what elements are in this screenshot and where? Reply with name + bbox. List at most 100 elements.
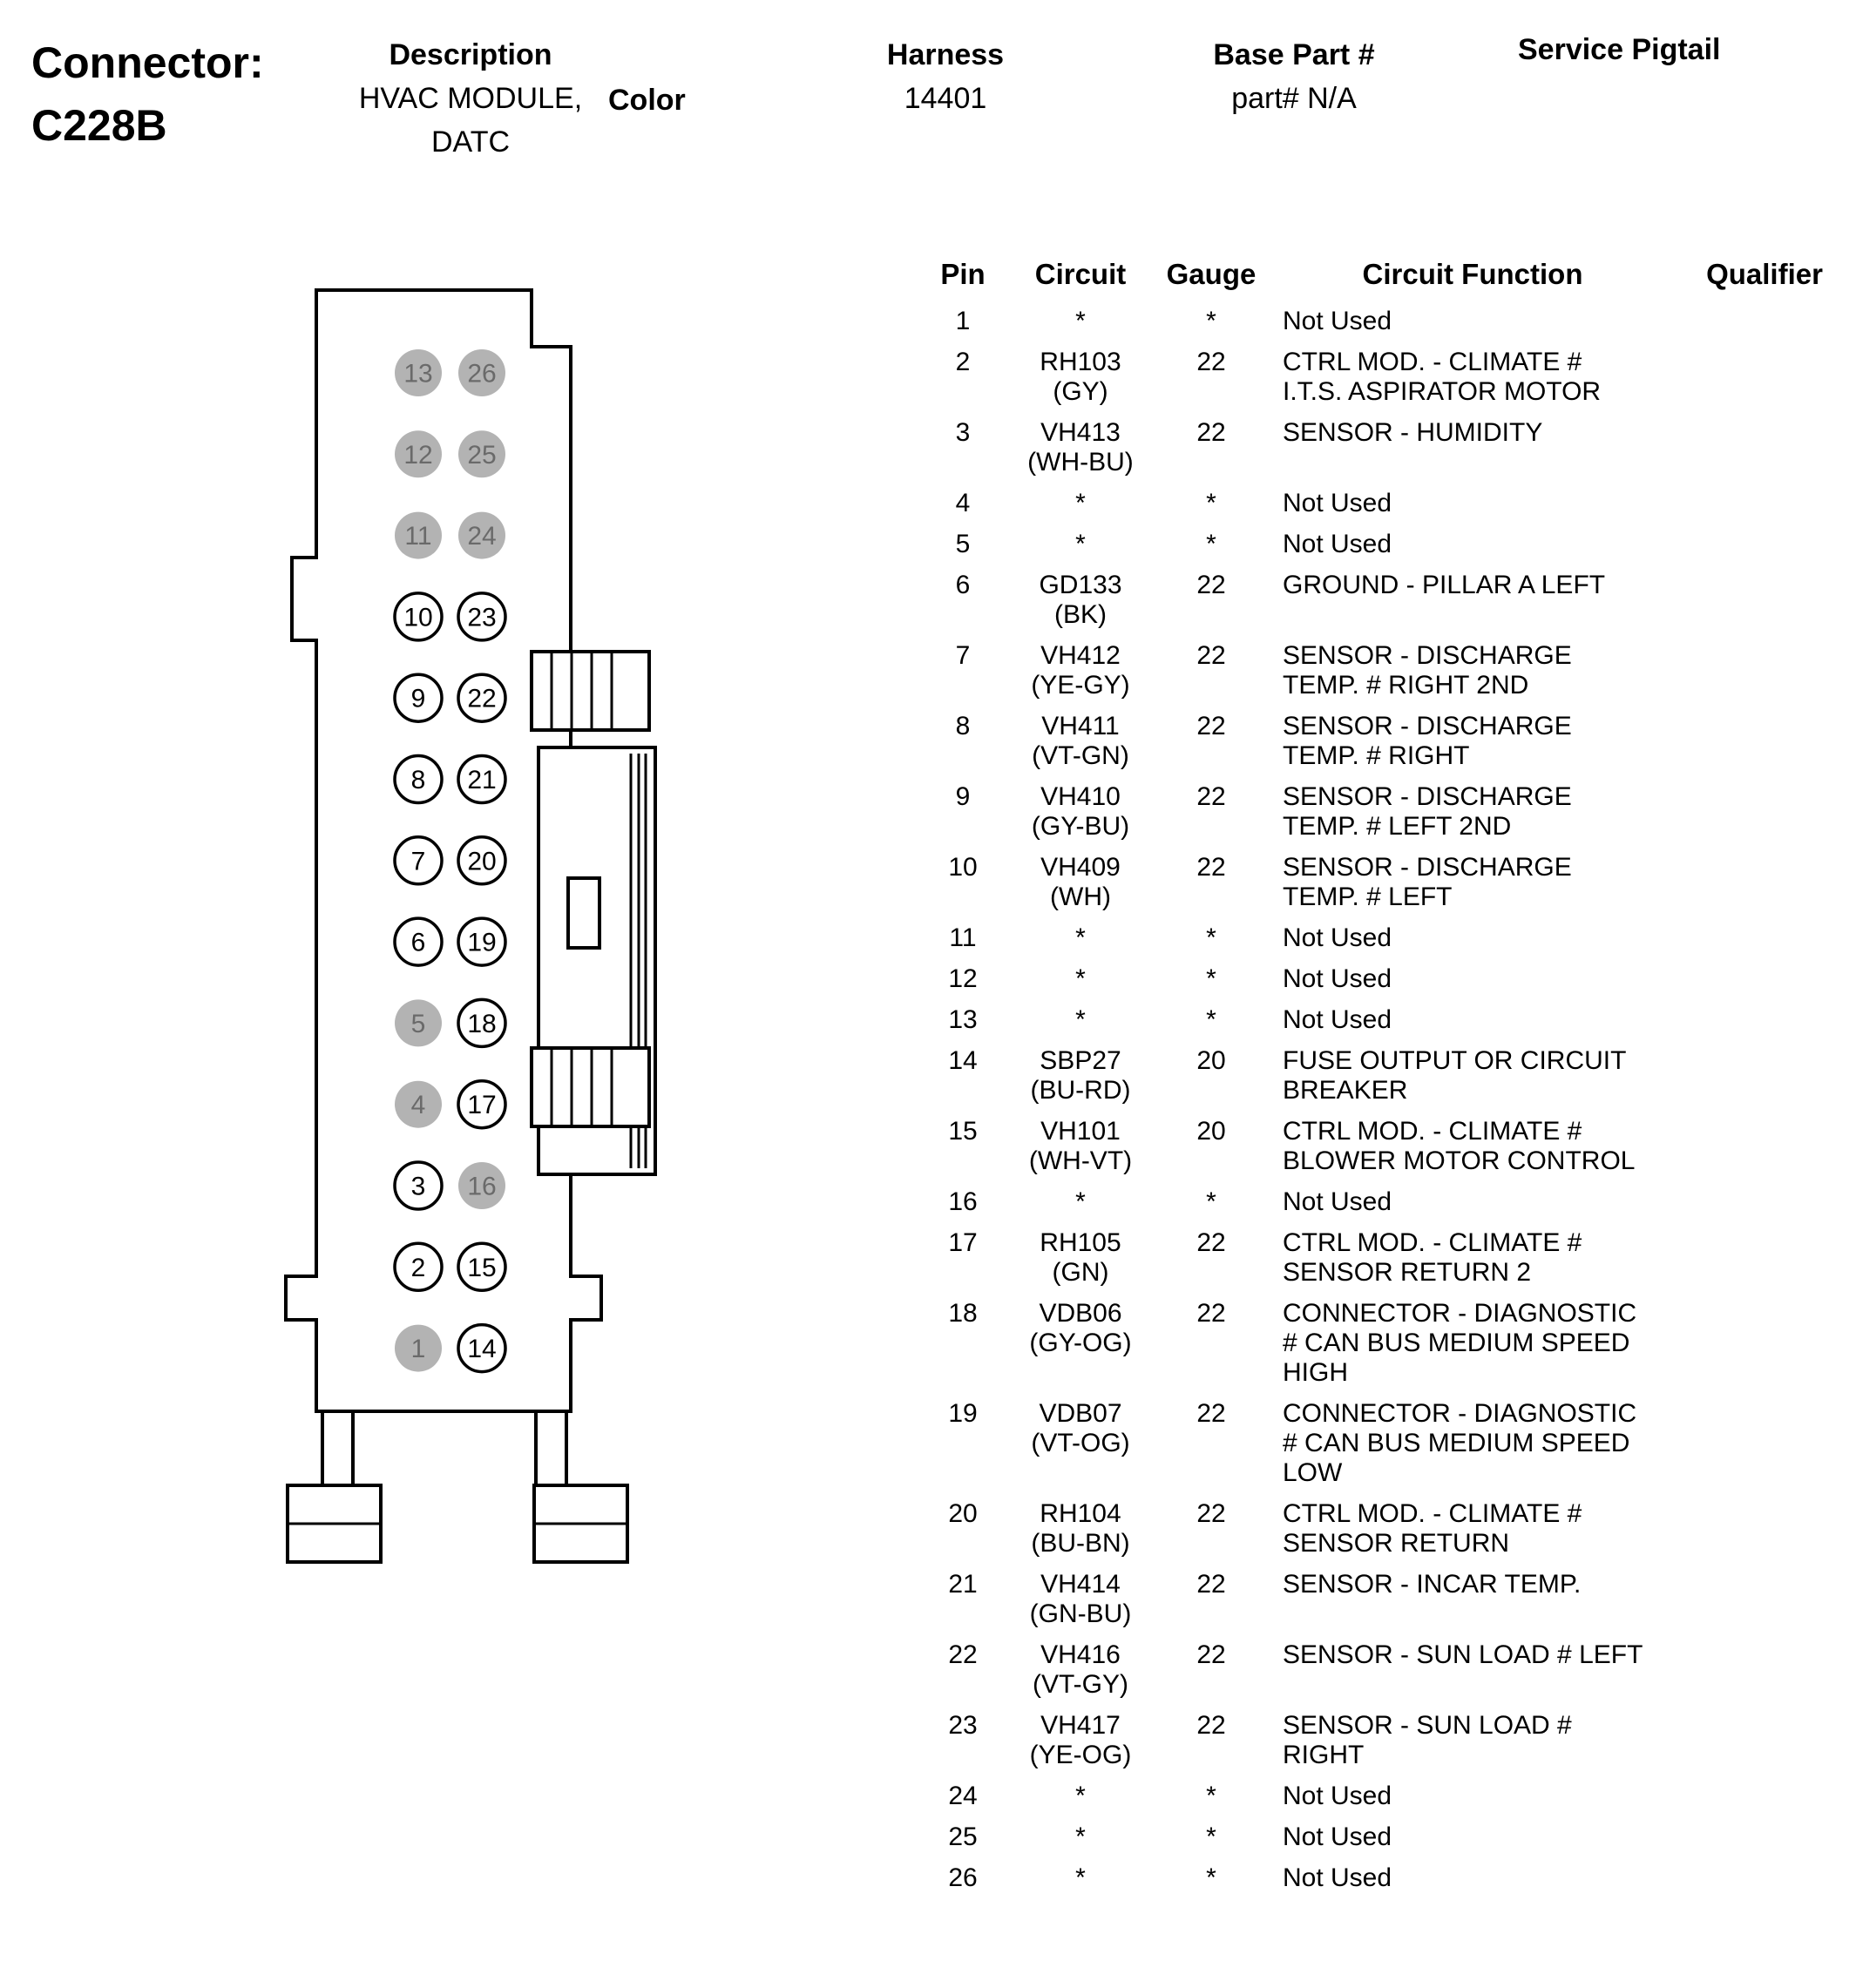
gauge-cell: 22 <box>1196 571 1226 599</box>
circuit-cell: * <box>1075 489 1086 517</box>
connector-label: Connector: <box>31 38 264 87</box>
circuit-function-cell: CTRL MOD. - CLIMATE # SENSOR RETURN <box>1283 1499 1582 1558</box>
pin-number-cell: 3 <box>955 418 971 447</box>
pin-number-cell: 6 <box>955 571 971 599</box>
pin-number-cell: 18 <box>948 1299 978 1328</box>
pin-number-cell: 16 <box>948 1187 978 1216</box>
gauge-cell: * <box>1206 1863 1216 1892</box>
circuit-function-cell: Not Used <box>1283 1005 1392 1034</box>
circuit-cell: * <box>1075 923 1086 952</box>
harness-label: Harness <box>886 38 1005 71</box>
description-block: Description HVAC MODULE, DATC <box>340 33 601 164</box>
qualifier-cell <box>1673 530 1856 559</box>
qualifier-cell <box>1673 1782 1856 1811</box>
circuit-cell: VH417 (YE-OG) <box>1029 1711 1132 1769</box>
circuit-function-cell: CTRL MOD. - CLIMATE # BLOWER MOTOR CONTR… <box>1283 1117 1636 1175</box>
pin-number-cell: 13 <box>948 1005 978 1034</box>
base-part-value: part# N/A <box>1231 82 1357 115</box>
pin-number-cell: 2 <box>955 348 971 376</box>
circuit-cell: * <box>1075 530 1086 558</box>
pin-number-cell: 1 <box>955 307 971 335</box>
circuit-cell: * <box>1075 1822 1086 1851</box>
base-part-label: Base Part # <box>1213 38 1375 71</box>
qualifier-cell <box>1673 853 1856 912</box>
pin-11-label: 11 <box>404 522 431 551</box>
description-label: Description <box>389 38 552 71</box>
description-line2: DATC <box>430 125 511 159</box>
circuit-function-cell: Not Used <box>1283 530 1392 558</box>
pinout-table-header: Pin Circuit Gauge Circuit Function Quali… <box>915 258 1856 291</box>
circuit-cell: RH103 (GY) <box>1040 348 1121 406</box>
circuit-cell: * <box>1075 1005 1086 1034</box>
pin-number-cell: 14 <box>948 1046 978 1075</box>
gauge-cell: * <box>1206 964 1216 993</box>
circuit-function-cell: SENSOR - HUMIDITY <box>1283 418 1543 447</box>
gauge-cell: 22 <box>1196 1711 1226 1740</box>
circuit-cell: VH411 (VT-GN) <box>1032 712 1129 770</box>
qualifier-cell <box>1673 1711 1856 1770</box>
circuit-function-cell: CTRL MOD. - CLIMATE # SENSOR RETURN 2 <box>1283 1228 1582 1287</box>
base-part-block: Base Part # part# N/A <box>1150 33 1438 120</box>
pin-number-cell: 20 <box>948 1499 978 1528</box>
circuit-function-cell: Not Used <box>1283 1187 1392 1216</box>
circuit-function-cell: GROUND - PILLAR A LEFT <box>1283 571 1606 599</box>
circuit-function-cell: Not Used <box>1283 1822 1392 1851</box>
gauge-cell: 22 <box>1196 1228 1226 1257</box>
qualifier-cell <box>1673 1187 1856 1217</box>
gauge-cell: * <box>1206 923 1216 952</box>
qualifier-cell <box>1673 1863 1856 1893</box>
circuit-cell: * <box>1075 1863 1086 1892</box>
pin-number-cell: 11 <box>949 923 977 952</box>
pinout-row: 12**Not Used <box>915 964 1856 994</box>
pin-number-cell: 19 <box>948 1399 978 1428</box>
pin-5-unused <box>395 999 442 1047</box>
circuit-cell: * <box>1075 1187 1086 1216</box>
circuit-function-cell: Not Used <box>1283 1863 1392 1892</box>
pinout-row: 16**Not Used <box>915 1187 1856 1217</box>
qualifier-cell <box>1673 1399 1856 1488</box>
circuit-function-cell: Not Used <box>1283 964 1392 993</box>
circuit-function-cell: CONNECTOR - DIAGNOSTIC # CAN BUS MEDIUM … <box>1283 1399 1637 1487</box>
pin-25-label: 25 <box>467 441 496 470</box>
gauge-cell: * <box>1206 530 1216 558</box>
pin-16-label: 16 <box>467 1173 496 1201</box>
pinout-table: Pin Circuit Gauge Circuit Function Quali… <box>915 258 1856 1904</box>
qualifier-cell <box>1673 782 1856 842</box>
circuit-cell: * <box>1075 307 1086 335</box>
gauge-cell: 22 <box>1196 1299 1226 1328</box>
connector-body-outline <box>284 288 603 1413</box>
pin-17-label: 17 <box>467 1091 496 1119</box>
pinout-row: 1**Not Used <box>915 307 1856 336</box>
pin-4-unused <box>395 1080 442 1128</box>
pin-14-used <box>457 1322 507 1374</box>
circuit-cell: VH413 (WH-BU) <box>1027 418 1134 477</box>
circuit-function-cell: Not Used <box>1283 1782 1392 1810</box>
pin-25-unused <box>458 430 505 478</box>
pin-15-label: 15 <box>467 1254 496 1282</box>
pin-number-cell: 9 <box>955 782 971 811</box>
pin-14-label: 14 <box>467 1335 496 1363</box>
gauge-cell: 22 <box>1196 348 1226 376</box>
pin-19-used <box>457 916 507 967</box>
qualifier-cell <box>1673 964 1856 994</box>
pinout-row: 25**Not Used <box>915 1822 1856 1852</box>
gauge-cell: 20 <box>1196 1046 1226 1075</box>
pin-number-cell: 21 <box>948 1570 978 1599</box>
pin-number-cell: 24 <box>948 1782 978 1810</box>
pin-number-cell: 15 <box>948 1117 978 1146</box>
pin-18-label: 18 <box>467 1010 496 1038</box>
pin-number-cell: 25 <box>948 1822 978 1851</box>
circuit-cell: GD133 (BK) <box>1039 571 1122 629</box>
gauge-cell: 20 <box>1196 1117 1226 1146</box>
circuit-function-cell: SENSOR - DISCHARGE TEMP. # LEFT 2ND <box>1283 782 1572 841</box>
qualifier-cell <box>1673 1117 1856 1176</box>
pin-1-unused <box>395 1324 442 1372</box>
qualifier-cell <box>1673 1570 1856 1629</box>
